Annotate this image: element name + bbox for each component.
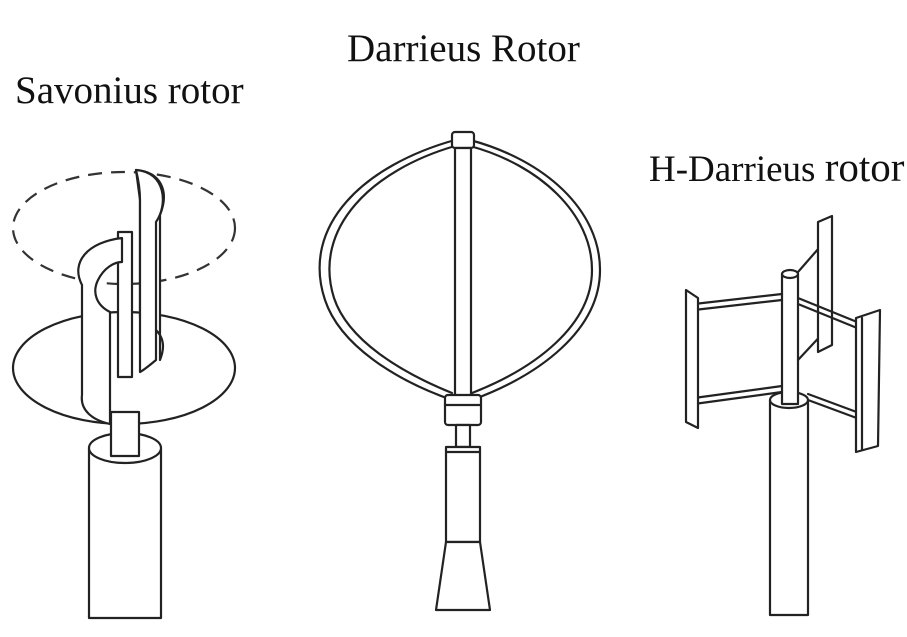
h-darrieus-blade-left xyxy=(684,288,700,430)
h-darrieus-shaft xyxy=(780,272,800,406)
savonius-rotation-path xyxy=(11,170,237,286)
h-darrieus-label-suffix: rotor xyxy=(824,144,905,190)
savonius-shaft xyxy=(109,410,141,458)
savonius-tower xyxy=(87,446,163,620)
darrieus-blade-right-outer xyxy=(468,138,602,402)
h-darrieus-arm-right-top-b xyxy=(796,302,864,332)
darrieus-rotor-drawing xyxy=(318,130,602,612)
savonius-blade-front xyxy=(77,236,124,426)
savonius-rotor-drawing xyxy=(11,168,237,620)
darrieus-blade-left-inner xyxy=(328,144,457,395)
darrieus-top-hub xyxy=(450,130,476,150)
h-darrieus-arm-left-top-b xyxy=(692,298,784,312)
darrieus-base xyxy=(434,540,492,612)
darrieus-blade-right-inner xyxy=(468,144,594,395)
darrieus-tower xyxy=(444,445,482,544)
h-darrieus-arm-right-top-a xyxy=(796,296,864,326)
h-darrieus-arm-left-bottom-a xyxy=(692,384,784,400)
h-darrieus-arm-left-top-a xyxy=(692,292,784,306)
savonius-blade-rear-face xyxy=(134,168,164,374)
savonius-center-post xyxy=(116,230,134,379)
h-darrieus-rotor-drawing xyxy=(684,214,882,617)
darrieus-rotor-label: Darrieus Rotor xyxy=(347,27,580,70)
h-darrieus-rotor-label: H-Darrieus rotor xyxy=(649,144,905,190)
darrieus-shaft xyxy=(454,423,472,449)
darrieus-bottom-hub xyxy=(443,393,483,427)
h-darrieus-blade-right xyxy=(854,308,882,454)
h-darrieus-arm-right-bottom-b xyxy=(806,398,864,422)
h-darrieus-label-prefix: H-Darrieus xyxy=(649,149,825,190)
h-darrieus-blade-back xyxy=(816,214,834,354)
h-darrieus-arm-left-bottom-b xyxy=(692,390,784,406)
h-darrieus-arm-right-bottom-a xyxy=(806,392,864,416)
darrieus-mast xyxy=(453,146,473,398)
h-darrieus-tower xyxy=(768,398,810,617)
darrieus-blade-left-outer xyxy=(318,138,457,402)
savonius-rotor-label: Savonius rotor xyxy=(15,69,244,112)
h-darrieus-shaft-cap xyxy=(780,268,800,280)
